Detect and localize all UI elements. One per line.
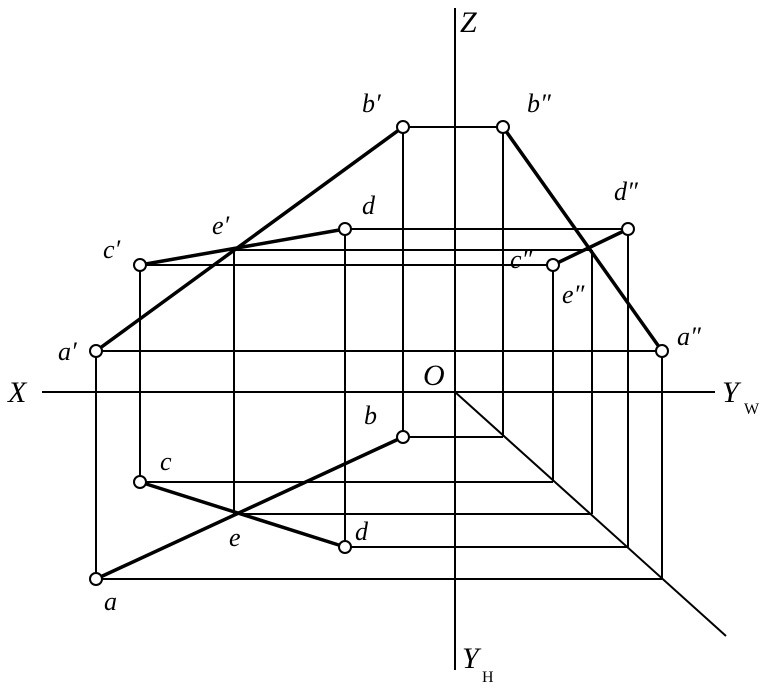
point-a-dprime [655, 344, 669, 358]
label-b: b [364, 401, 377, 430]
origin-label: O [423, 359, 445, 392]
yh-axis-subscript: H [482, 669, 494, 686]
yh-axis-label: Y [462, 642, 482, 675]
point-c-prime [133, 258, 147, 272]
label-b-dprime: b″ [527, 89, 552, 118]
label-d-front: d [362, 191, 376, 220]
point-a-prime [89, 344, 103, 358]
label-c-dprime: c″ [510, 245, 534, 274]
line-ab-side [501, 125, 664, 353]
label-c-prime: c′ [103, 235, 121, 264]
point-c-dprime [546, 258, 560, 272]
label-e: e [229, 523, 241, 552]
point-b [396, 430, 410, 444]
line-cd-front [138, 227, 347, 267]
label-a-prime: a′ [58, 337, 77, 366]
yw-axis-subscript: W [744, 401, 760, 418]
x-axis-label: X [7, 376, 28, 409]
label-b-prime: b′ [362, 89, 381, 118]
label-d: d [355, 517, 369, 546]
line-ab-front [94, 125, 405, 353]
line-cd-top [138, 480, 347, 549]
point-b-prime [396, 120, 410, 134]
point-d-prime [338, 222, 352, 236]
line-cd-side [551, 227, 630, 267]
label-c: c [160, 447, 172, 476]
label-a-dprime: a″ [677, 322, 702, 351]
point-c [133, 475, 147, 489]
z-axis-label: Z [460, 6, 477, 39]
label-d-dprime: d″ [614, 177, 639, 206]
point-d-dprime [621, 222, 635, 236]
line-ab-top [94, 435, 405, 581]
label-e-dprime: e″ [562, 280, 586, 309]
label-a: a [104, 587, 117, 616]
point-d [338, 540, 352, 554]
point-b-dprime [496, 120, 510, 134]
point-a [89, 572, 103, 586]
yw-axis-label: Y [722, 376, 742, 409]
label-e-prime: e′ [212, 211, 230, 240]
